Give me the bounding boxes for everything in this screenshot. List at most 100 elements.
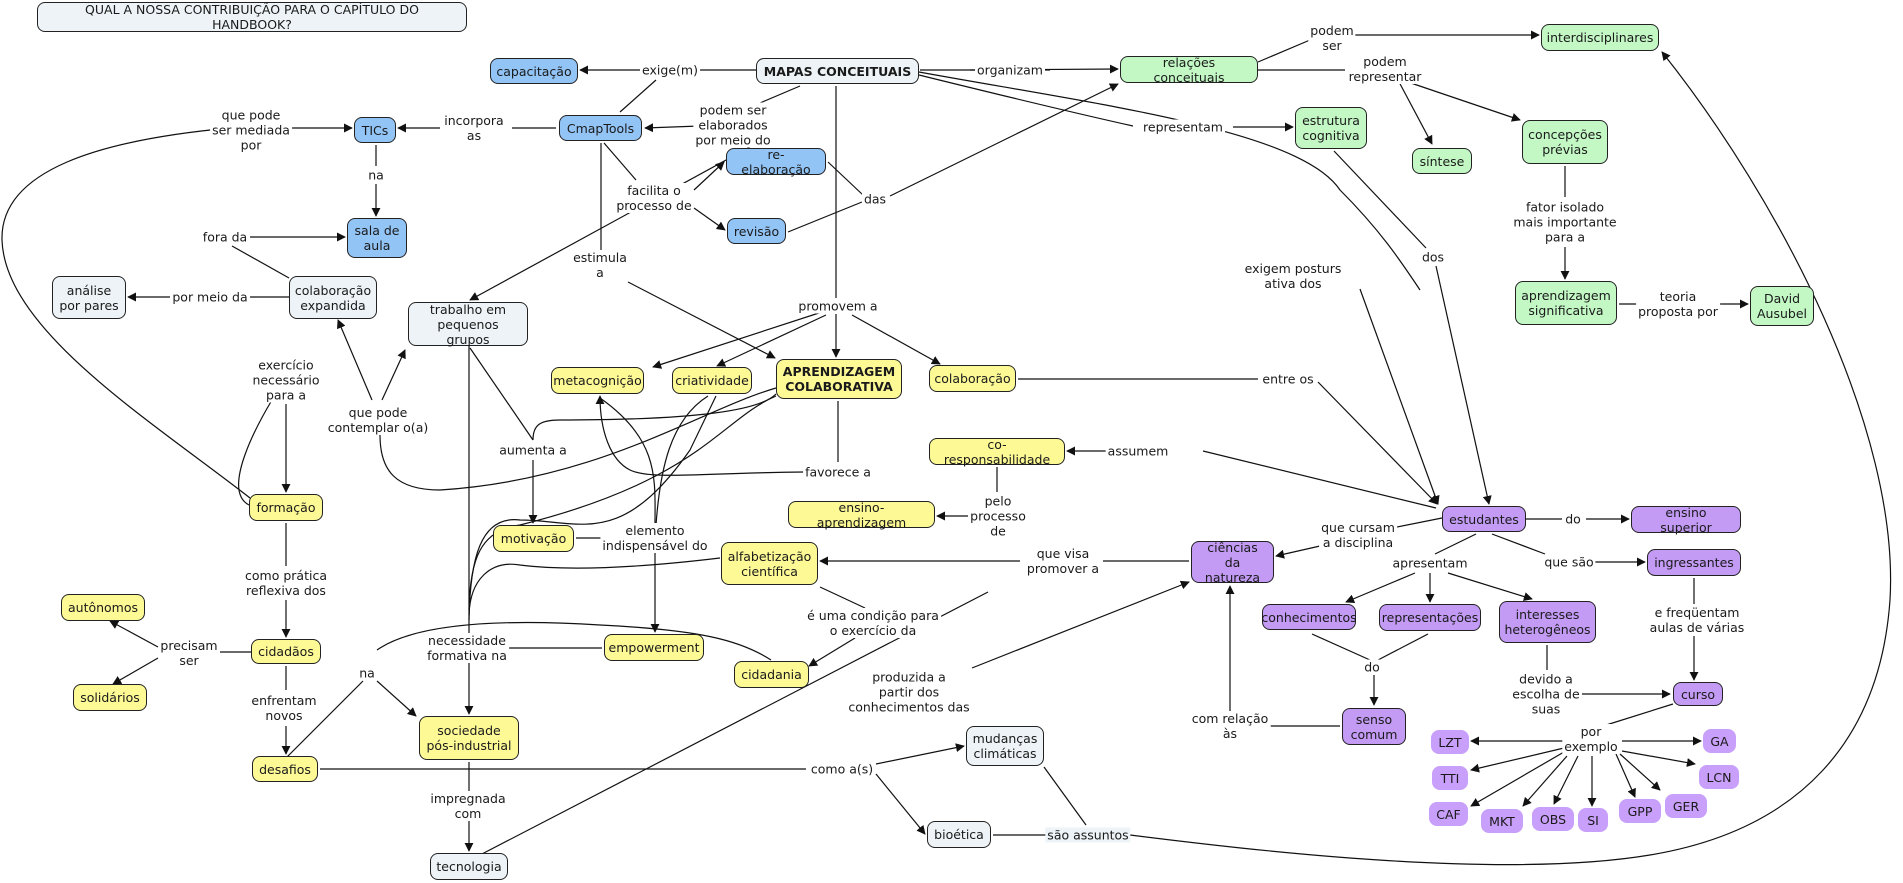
concept-caf[interactable]: CAF xyxy=(1429,802,1468,826)
link-apresentam[interactable]: apresentam xyxy=(1390,555,1470,571)
link-teoria-proposta[interactable]: teoria proposta por xyxy=(1636,289,1720,319)
link-aumenta[interactable]: aumenta a xyxy=(497,442,569,458)
concept-curso[interactable]: curso xyxy=(1673,682,1723,706)
link-sao-assuntos[interactable]: são assuntos xyxy=(1045,827,1131,843)
link-pelo-processo[interactable]: pelo processo de xyxy=(968,493,1028,539)
concept-sociedade-pos-industrial[interactable]: sociedade pós-industrial xyxy=(419,716,519,760)
concept-estrutura-cognitiva[interactable]: estrutura cognitiva xyxy=(1295,107,1367,149)
link-estimula[interactable]: estimula a xyxy=(571,250,629,280)
concept-revisao[interactable]: revisão xyxy=(727,218,786,244)
link-organizam[interactable]: organizam xyxy=(975,62,1045,78)
concept-colaboracao[interactable]: colaboração xyxy=(929,365,1016,392)
concept-solidarios[interactable]: solidários xyxy=(73,684,147,711)
link-favorece[interactable]: favorece a xyxy=(803,464,873,480)
link-assumem[interactable]: assumem xyxy=(1105,443,1171,459)
link-promovem[interactable]: promovem a xyxy=(796,298,880,314)
concept-capacitacao[interactable]: capacitação xyxy=(490,58,578,84)
concept-ga[interactable]: GA xyxy=(1703,729,1736,753)
concept-motivacao[interactable]: motivação xyxy=(493,525,574,552)
concept-tti[interactable]: TTI xyxy=(1432,766,1468,790)
concept-sintese[interactable]: síntese xyxy=(1412,148,1472,174)
concept-sala-de-aula[interactable]: sala de aula xyxy=(347,218,407,258)
link-podem-ser[interactable]: podem ser xyxy=(1308,23,1356,53)
concept-lzt[interactable]: LZT xyxy=(1431,730,1469,754)
link-podem-representar[interactable]: podem representar xyxy=(1346,54,1424,84)
link-que-cursam[interactable]: que cursam a disciplina xyxy=(1319,520,1397,550)
concept-autonomos[interactable]: autônomos xyxy=(61,594,145,621)
link-exercicio-necessario[interactable]: exercício necessário para a xyxy=(250,357,322,403)
link-devido[interactable]: devido a escolha de suas xyxy=(1510,671,1582,717)
link-na-desafios[interactable]: na xyxy=(357,665,377,681)
concept-metacognicao[interactable]: metacognição xyxy=(551,367,644,394)
concept-ensino-aprendizagem[interactable]: ensino-aprendizagem xyxy=(788,500,935,530)
link-exige[interactable]: exige(m) xyxy=(640,62,700,78)
link-incorpora[interactable]: incorpora as xyxy=(442,113,506,143)
concept-tics[interactable]: TICs xyxy=(354,117,396,143)
link-do-estudantes[interactable]: do xyxy=(1563,511,1583,527)
link-fator-isolado[interactable]: fator isolado mais importante para a xyxy=(1511,199,1619,245)
concept-ciencias-da-natureza[interactable]: ciências da natureza xyxy=(1191,540,1274,585)
link-como-pratica[interactable]: como prática reflexiva dos xyxy=(243,568,329,598)
link-facilita[interactable]: facilita o processo de xyxy=(614,183,694,213)
concept-desafios[interactable]: desafios xyxy=(252,756,318,782)
concept-david-ausubel[interactable]: David Ausubel xyxy=(1750,286,1814,326)
concept-relacoes-conceituais[interactable]: relações conceituais xyxy=(1120,55,1258,85)
concept-cidadaos[interactable]: cidadãos xyxy=(251,639,321,664)
concept-mapas-conceituais[interactable]: MAPAS CONCEITUAIS xyxy=(756,58,919,84)
link-que-visa[interactable]: que visa promover a xyxy=(1024,546,1102,576)
link-frequentam[interactable]: e freqüentam aulas de várias xyxy=(1647,605,1747,635)
link-entre-os[interactable]: entre os xyxy=(1260,371,1316,387)
concept-concepcoes-previas[interactable]: concepções prévias xyxy=(1522,120,1608,164)
link-precisam-ser[interactable]: precisam ser xyxy=(158,638,220,668)
link-das[interactable]: das xyxy=(861,191,889,207)
concept-conhecimentos[interactable]: conhecimentos xyxy=(1261,604,1357,630)
concept-interesses-heterogeneos[interactable]: interesses heterogêneos xyxy=(1499,601,1596,643)
link-que-sao[interactable]: que são xyxy=(1542,554,1596,570)
concept-aprendizagem-significativa[interactable]: aprendizagem significativa xyxy=(1515,281,1617,325)
concept-ger[interactable]: GER xyxy=(1665,794,1707,818)
link-por-exemplo[interactable]: por exemplo xyxy=(1562,724,1620,754)
link-condicao[interactable]: é uma condição para o exercício da xyxy=(805,608,941,638)
link-necessidade-formativa[interactable]: necessidade formativa na xyxy=(425,633,509,663)
concept-estudantes[interactable]: estudantes xyxy=(1442,506,1526,532)
link-com-relacao[interactable]: com relação às xyxy=(1189,711,1271,741)
concept-criatividade[interactable]: criatividade xyxy=(672,367,752,394)
concept-ingressantes[interactable]: ingressantes xyxy=(1647,549,1741,576)
link-dos[interactable]: dos xyxy=(1419,249,1447,265)
concept-analise-por-pares[interactable]: análise por pares xyxy=(52,276,126,319)
concept-ensino-superior[interactable]: ensino superior xyxy=(1631,505,1741,535)
link-enfrentam[interactable]: enfrentam novos xyxy=(249,693,319,723)
concept-formacao[interactable]: formação xyxy=(249,494,323,521)
concept-tecnologia[interactable]: tecnologia xyxy=(430,853,508,880)
link-exigem-postura[interactable]: exigem posturs ativa dos xyxy=(1242,261,1344,291)
link-que-pode-ser-mediada[interactable]: que pode ser mediada por xyxy=(210,107,292,153)
concept-mudancas-climaticas[interactable]: mudanças climáticas xyxy=(966,726,1044,766)
concept-si[interactable]: SI xyxy=(1578,808,1608,832)
concept-mkt[interactable]: MKT xyxy=(1481,809,1523,833)
link-fora-da[interactable]: fora da xyxy=(200,229,250,245)
link-que-pode-contemplar[interactable]: que pode contemplar o(a) xyxy=(325,405,431,435)
link-do-senso[interactable]: do xyxy=(1362,659,1382,675)
link-elemento-indispensavel[interactable]: elemento indispensável do xyxy=(600,523,710,553)
concept-co-responsabilidade[interactable]: co-responsabilidade xyxy=(929,437,1065,467)
concept-empowerment[interactable]: empowerment xyxy=(604,634,704,661)
concept-lcn[interactable]: LCN xyxy=(1699,765,1739,789)
link-podem-ser-elaborados[interactable]: podem ser elaborados por meio do xyxy=(693,102,773,148)
link-produzida[interactable]: produzida a partir dos conhecimentos das xyxy=(846,669,972,715)
concept-cmaptools[interactable]: CmapTools xyxy=(559,115,642,141)
concept-re-elaboracao[interactable]: re-elaboração xyxy=(726,147,826,177)
concept-alfabetizacao-cientifica[interactable]: alfabetização científica xyxy=(721,542,818,585)
concept-gpp[interactable]: GPP xyxy=(1619,799,1661,823)
link-impregnada[interactable]: impregnada com xyxy=(428,791,508,821)
concept-senso-comum[interactable]: senso comum xyxy=(1342,708,1406,745)
concept-obs[interactable]: OBS xyxy=(1532,807,1574,831)
concept-trabalho-pequenos-grupos[interactable]: trabalho em pequenos grupos xyxy=(408,302,528,347)
link-representam[interactable]: representam xyxy=(1141,119,1225,135)
concept-bioetica[interactable]: bioética xyxy=(927,821,991,848)
concept-interdisciplinares[interactable]: interdisciplinares xyxy=(1541,24,1659,51)
link-na-tics[interactable]: na xyxy=(366,167,386,183)
concept-cidadania[interactable]: cidadania xyxy=(734,661,809,688)
link-por-meio-da[interactable]: por meio da xyxy=(170,289,250,305)
concept-aprendizagem-colaborativa[interactable]: APRENDIZAGEM COLABORATIVA xyxy=(776,359,902,399)
link-como-as[interactable]: como a(s) xyxy=(808,761,876,777)
